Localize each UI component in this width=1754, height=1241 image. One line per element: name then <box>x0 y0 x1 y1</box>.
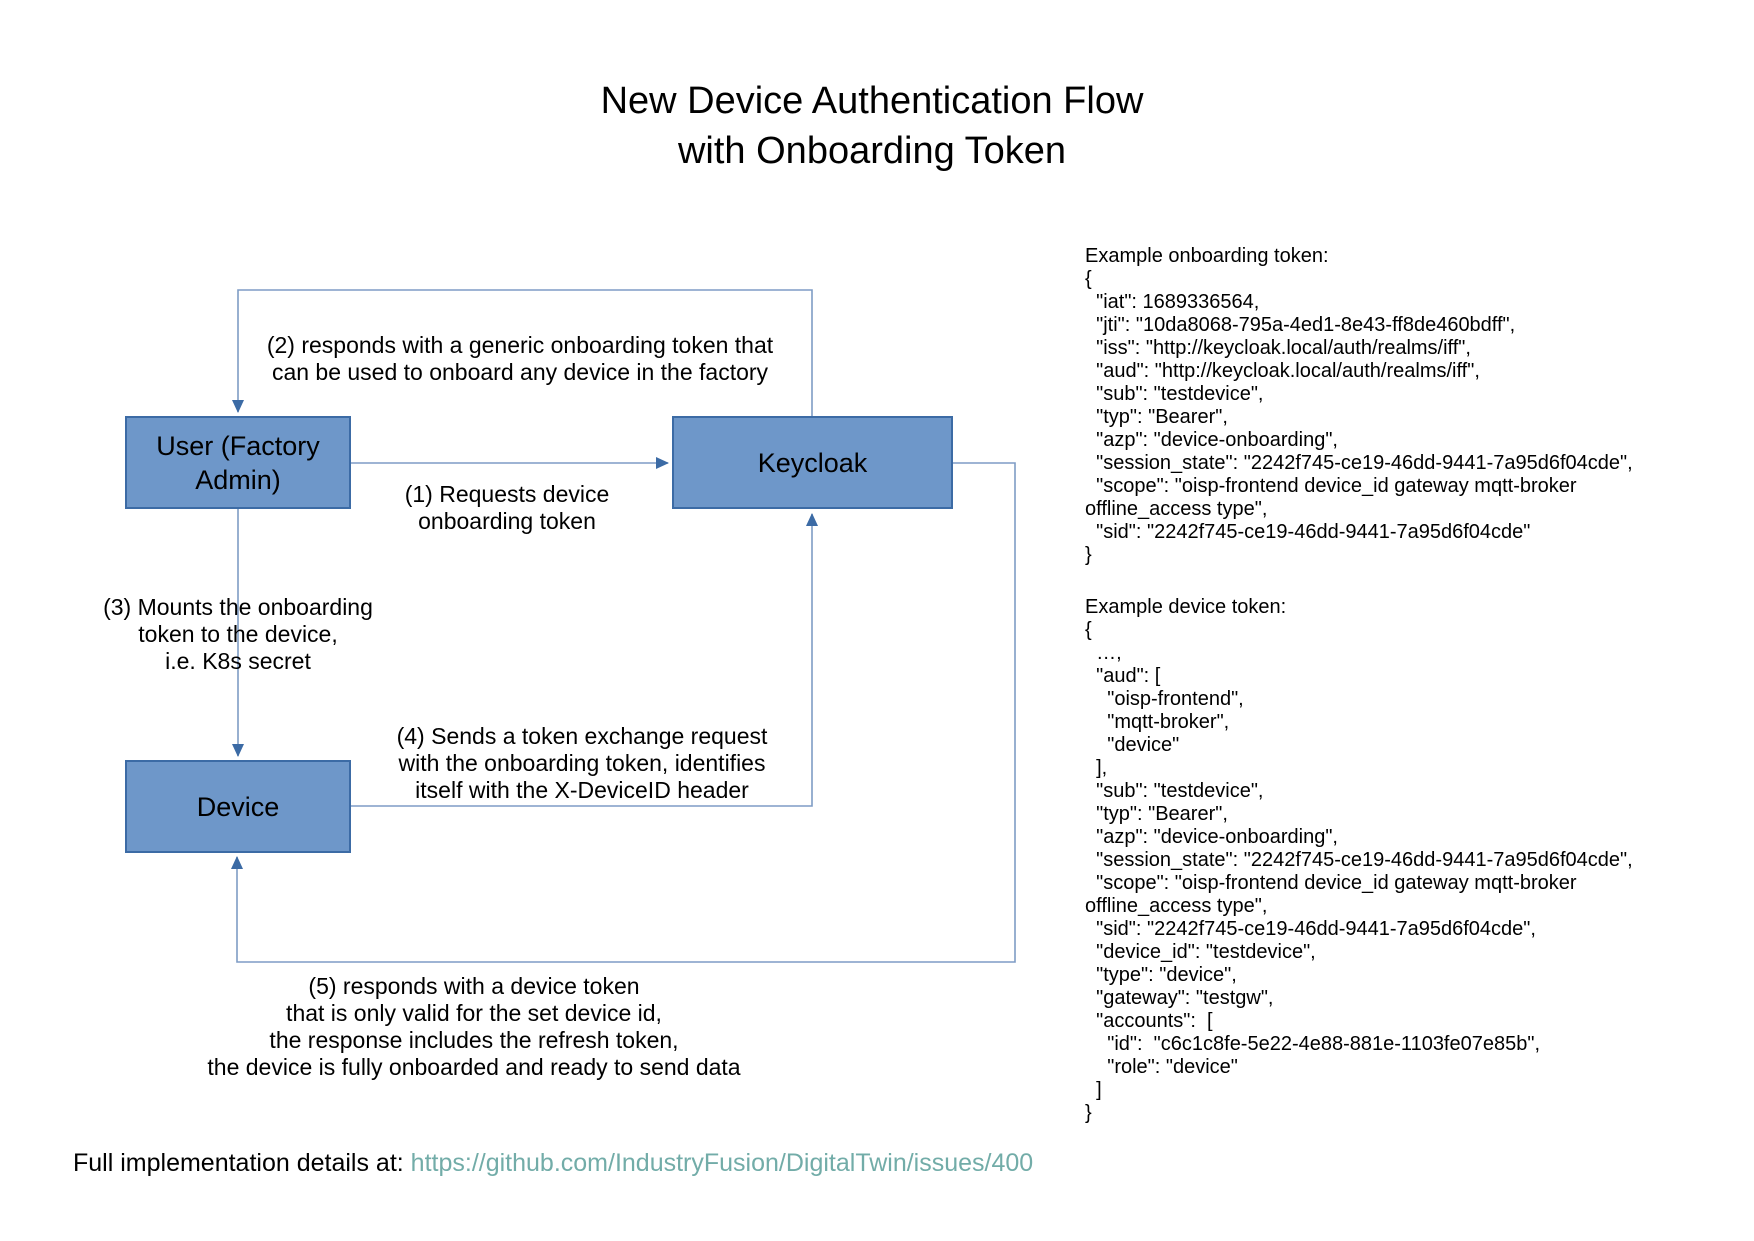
label-step3: (3) Mounts the onboarding token to the d… <box>103 594 373 674</box>
footer: Full implementation details at: https://… <box>73 1148 1033 1178</box>
device-token-body: { …, "aud": [ "oisp-frontend", "mqtt-bro… <box>1085 619 1633 1124</box>
label-step4: (4) Sends a token exchange request with … <box>396 723 768 803</box>
node-keycloak: Keycloak <box>672 416 953 509</box>
diagram-title: New Device Authentication Flow with Onbo… <box>600 80 1144 172</box>
footer-link[interactable]: https://github.com/IndustryFusion/Digita… <box>410 1149 1034 1177</box>
footer-text: Full implementation details at: <box>73 1149 411 1177</box>
node-device: Device <box>125 760 351 853</box>
node-user-label: User (Factory Admin) <box>156 430 320 495</box>
onboarding-token-body: { "iat": 1689336564, "jti": "10da8068-79… <box>1085 268 1633 566</box>
onboarding-token-title: Example onboarding token: <box>1085 245 1329 267</box>
token-examples-panel: Example onboarding token: { "iat": 16893… <box>1085 245 1685 1125</box>
device-token-title: Example device token: <box>1085 596 1287 618</box>
label-step5: (5) responds with a device token that is… <box>207 973 741 1080</box>
arrow-step2-keycloak-to-user <box>232 289 813 416</box>
arrow-step5-keycloak-to-device <box>231 462 1016 963</box>
label-step1: (1) Requests device onboarding token <box>404 481 610 534</box>
node-user-factory-admin: User (Factory Admin) <box>125 416 351 509</box>
node-keycloak-label: Keycloak <box>757 447 868 478</box>
label-step2: (2) responds with a generic onboarding t… <box>266 332 774 385</box>
arrow-step4-device-to-keycloak <box>351 513 818 807</box>
node-device-label: Device <box>196 791 280 822</box>
